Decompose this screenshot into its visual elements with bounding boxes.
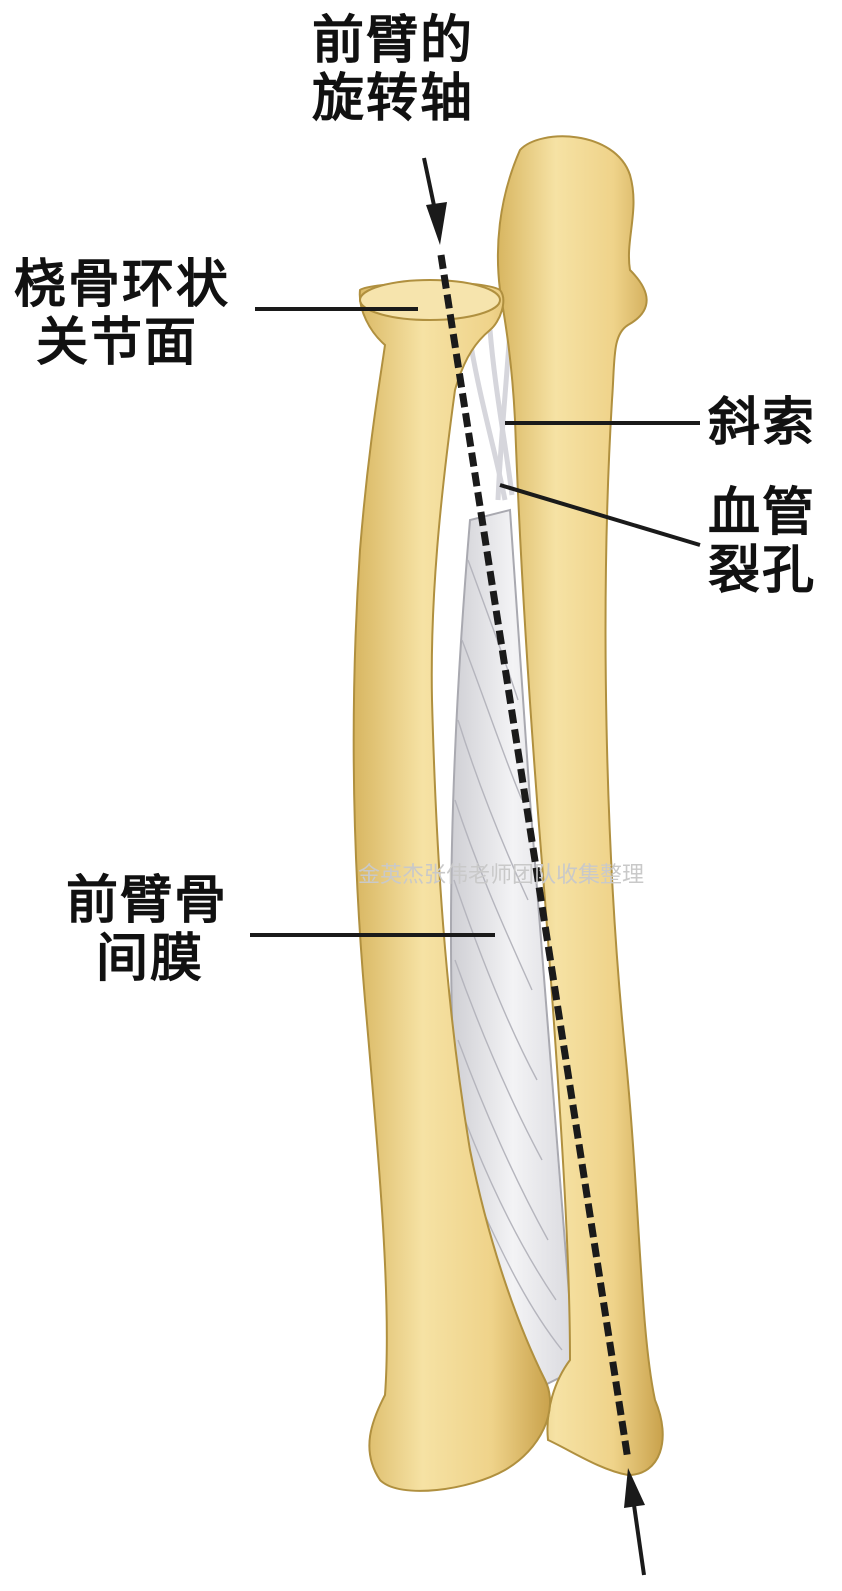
radial-facet-label-line-1: 桡骨环状	[14, 256, 230, 314]
interosseous-membrane-label-line-2: 间膜	[66, 930, 228, 988]
axis-label: 前臂的 旋转轴	[312, 12, 474, 128]
vascular-hiatus-label: 血管 裂孔	[708, 484, 816, 600]
vascular-hiatus-label-line-1: 血管	[708, 484, 816, 542]
radial-head-facet	[360, 280, 500, 320]
axis-label-line-1: 前臂的	[312, 12, 474, 70]
watermark-text: 金英杰张伟老师团队收集整理	[358, 857, 644, 889]
oblique-cord-label-line-1: 斜索	[708, 394, 816, 452]
radial-facet-label-line-2: 关节面	[14, 314, 230, 372]
interosseous-membrane-label-line-1: 前臂骨	[66, 872, 228, 930]
vascular-hiatus-label-line-2: 裂孔	[708, 542, 816, 600]
bottom-arrow	[624, 1468, 645, 1575]
axis-label-line-2: 旋转轴	[312, 70, 474, 128]
interosseous-membrane-label: 前臂骨 间膜	[66, 872, 228, 988]
oblique-cord-label: 斜索	[708, 394, 816, 452]
radial-facet-label: 桡骨环状 关节面	[14, 256, 230, 372]
top-arrow	[424, 158, 447, 245]
